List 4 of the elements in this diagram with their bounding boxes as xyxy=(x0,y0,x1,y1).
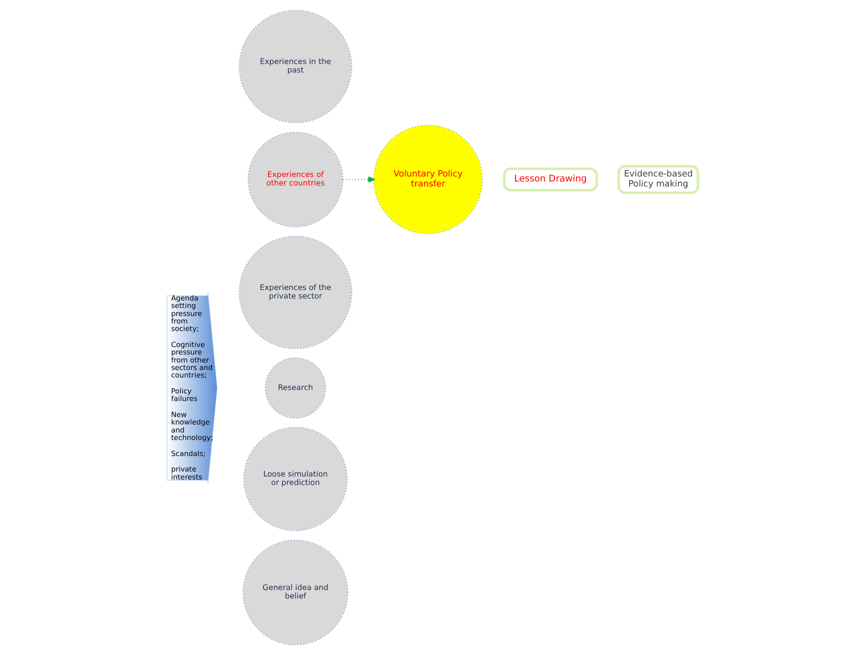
node-circle: Voluntary Policy transfer xyxy=(372,124,482,234)
node-box: Evidence-based Policy making xyxy=(616,164,699,194)
arrow xyxy=(342,176,374,183)
node-box: Lesson Drawing xyxy=(502,167,598,192)
